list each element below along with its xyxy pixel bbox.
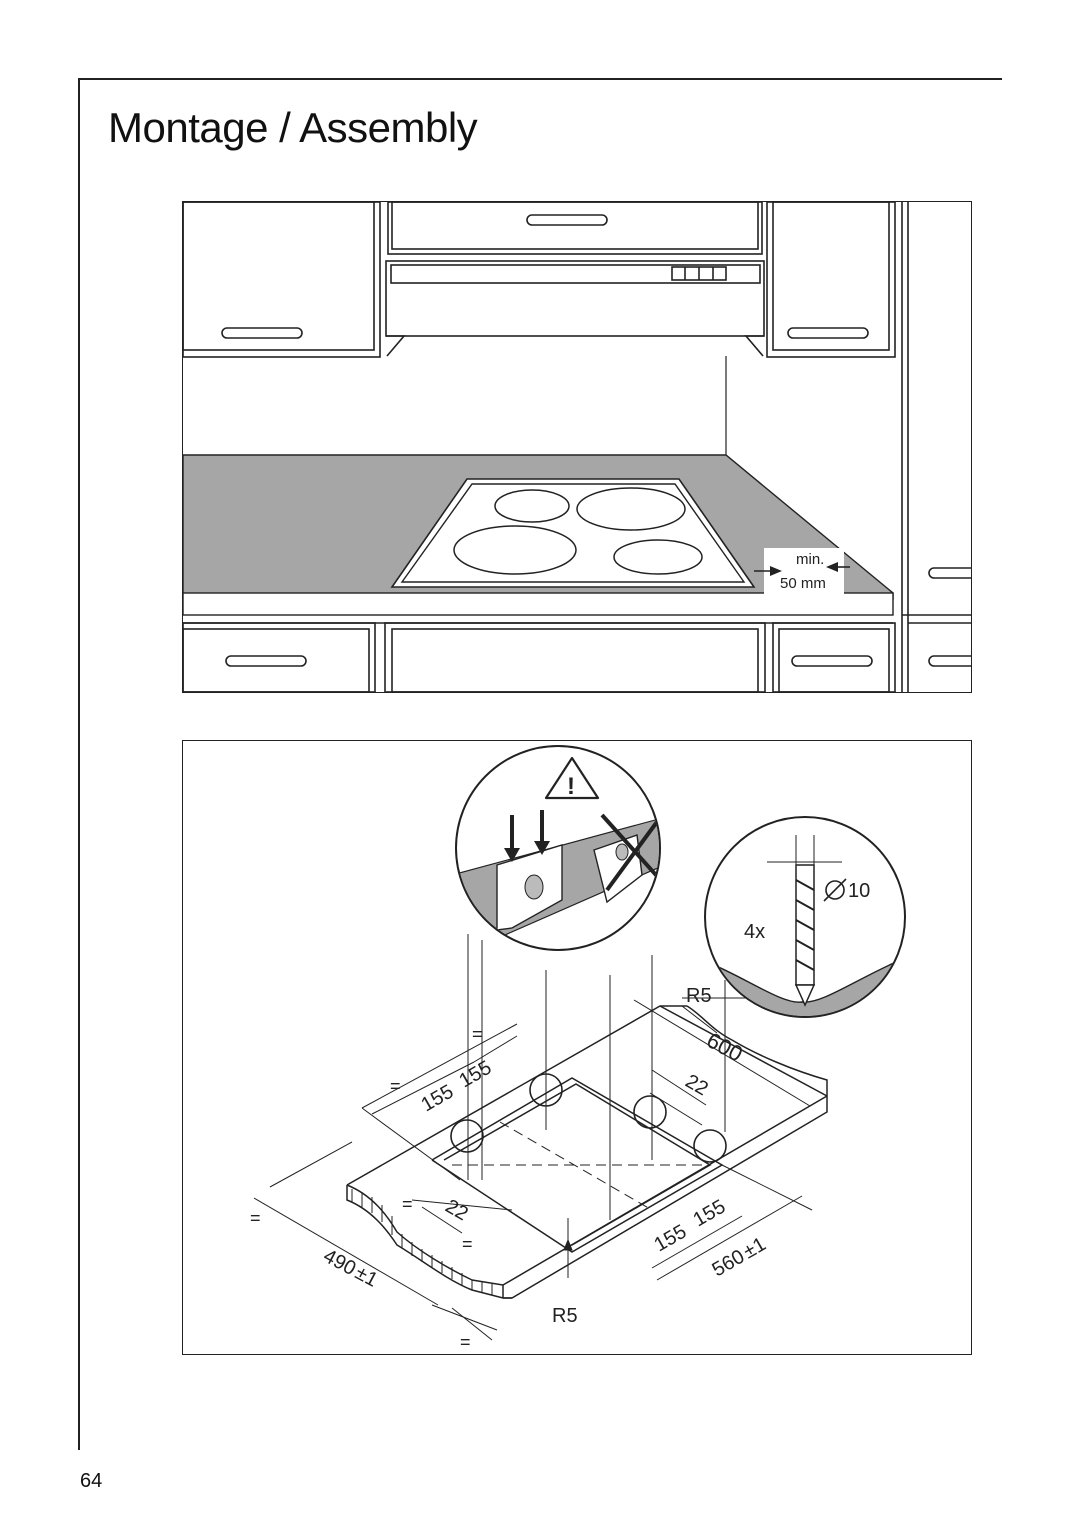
drill-count-label: 4x	[744, 921, 765, 943]
worktop-slab	[346, 1005, 828, 1299]
equal-mark: =	[472, 1024, 483, 1044]
cooking-zone	[494, 489, 570, 523]
tall-right-cabinet	[901, 202, 971, 692]
right-upper-cabinet	[766, 201, 896, 358]
lower-cabinets	[182, 622, 896, 693]
cooking-zone	[613, 539, 703, 575]
hob	[390, 478, 756, 588]
equal-mark: =	[250, 1208, 261, 1228]
drill-hole	[633, 1095, 667, 1129]
cutout-diagram: R5 R5 600 22 22 155 155 155 155 560 ±1 4…	[182, 740, 972, 1355]
projection-lines	[467, 934, 726, 1278]
left-rule	[78, 78, 80, 1450]
equal-mark: =	[462, 1234, 473, 1254]
diameter-icon	[823, 878, 847, 902]
top-center-cabinet	[387, 201, 763, 255]
cooking-zone	[453, 525, 577, 575]
drill-hole	[450, 1119, 484, 1153]
range-hood	[385, 260, 765, 357]
drill-diameter-label: 10	[848, 880, 870, 902]
clearance-label-value: 50 mm	[780, 575, 826, 592]
radius-label-bottom: R5	[552, 1305, 578, 1327]
cooking-zone	[576, 487, 686, 531]
page-number: 64	[80, 1470, 103, 1492]
clearance-dimension: min. 50 mm	[754, 548, 850, 594]
equal-mark: =	[402, 1194, 413, 1214]
drill-holes	[450, 1073, 727, 1163]
dimension-lines	[253, 997, 813, 1341]
clearance-label-min: min.	[796, 551, 824, 568]
drill-hole	[693, 1129, 727, 1163]
kitchen-illustration: min. 50 mm	[182, 201, 972, 693]
left-upper-cabinet	[182, 201, 381, 358]
radius-label-top: R5	[686, 985, 712, 1007]
warning-icon	[544, 756, 600, 800]
top-rule	[78, 78, 1002, 80]
page-title: Montage / Assembly	[108, 104, 478, 151]
bracket-detail-circle: !	[455, 745, 661, 951]
warning-symbol: !	[567, 773, 575, 800]
equal-mark: =	[390, 1076, 401, 1096]
assembly-dimensions-figure: R5 R5 600 22 22 155 155 155 155 560 ±1 4…	[182, 740, 972, 1355]
kitchen-installation-figure: min. 50 mm	[182, 201, 972, 693]
worktop-edge-hatching	[351, 1189, 493, 1295]
equal-mark: =	[460, 1332, 471, 1352]
